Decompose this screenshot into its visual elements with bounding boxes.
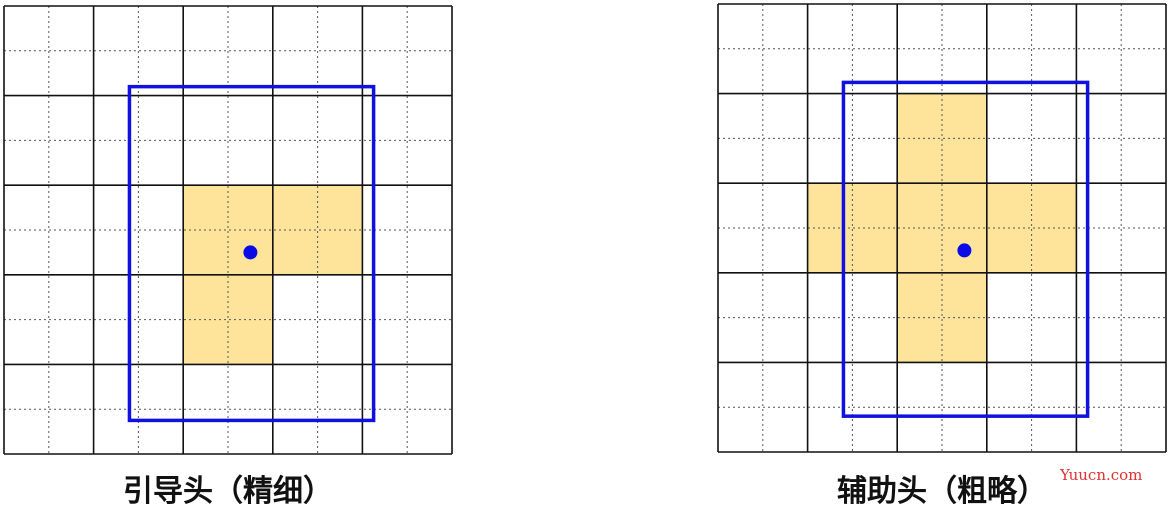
highlight-cell	[897, 138, 942, 184]
highlight-cell	[897, 317, 942, 363]
highlight-cell	[183, 230, 228, 275]
highlight-cell	[807, 228, 853, 273]
highlight-cell	[986, 228, 1032, 273]
highlight-cell	[852, 228, 898, 273]
highlight-cell	[228, 274, 273, 320]
highlight-cell	[183, 274, 228, 320]
highlight-cell	[897, 228, 942, 273]
highlight-cell	[272, 230, 318, 275]
caption-fine-guide-head: 引导头（精细）	[123, 474, 333, 509]
highlight-cell	[852, 183, 898, 228]
highlight-cell	[228, 185, 273, 230]
highlight-cell	[1031, 228, 1077, 273]
highlight-cell	[942, 272, 987, 318]
highlight-cell	[228, 319, 273, 365]
highlight-cell	[317, 230, 363, 275]
highlight-cell	[942, 317, 987, 363]
highlight-cell	[317, 185, 363, 230]
highlight-cell	[1031, 183, 1077, 228]
highlight-cell	[897, 183, 942, 228]
caption-coarse-auxiliary-head: 辅助头（粗略）	[837, 474, 1047, 509]
highlight-cell	[272, 185, 318, 230]
center-point	[957, 243, 972, 258]
coarse-auxiliary-head-grid	[717, 3, 1167, 453]
highlight-cell	[986, 183, 1032, 228]
highlight-cell	[897, 93, 942, 139]
fine-guide-head-grid	[3, 5, 453, 455]
highlight-cell	[897, 272, 942, 318]
highlight-cell	[942, 93, 987, 139]
center-point	[243, 245, 258, 260]
bounding-box	[127, 84, 376, 423]
highlight-cell	[183, 185, 228, 230]
highlight-cell	[807, 183, 853, 228]
bounding-box	[841, 80, 1090, 418]
watermark: Yuucn.com	[1060, 466, 1143, 484]
highlight-cell	[183, 319, 228, 365]
highlight-cell	[942, 183, 987, 228]
highlight-cell	[942, 138, 987, 184]
